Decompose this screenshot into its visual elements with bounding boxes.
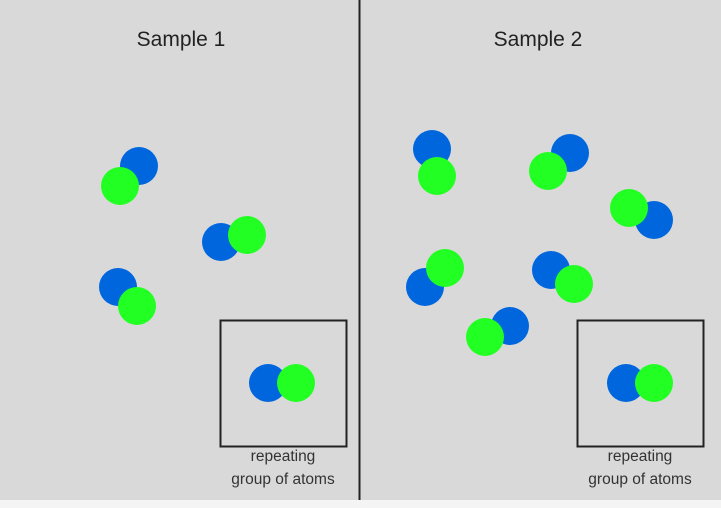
molecule <box>532 251 593 303</box>
molecule <box>607 364 673 402</box>
molecule <box>466 307 529 356</box>
green-atom <box>610 189 648 227</box>
green-atom <box>277 364 315 402</box>
green-atom <box>228 216 266 254</box>
sample-2-caption: repeating group of atoms <box>560 445 720 491</box>
green-atom <box>529 152 567 190</box>
molecule <box>529 134 589 190</box>
green-atom <box>118 287 156 325</box>
molecule <box>249 364 315 402</box>
green-atom <box>635 364 673 402</box>
molecule <box>413 130 456 195</box>
blue-atom <box>249 364 287 402</box>
sample-1-highlight-box <box>219 319 348 448</box>
sample-2-title: Sample 2 <box>493 28 583 51</box>
sample-2-highlight-box <box>576 319 705 448</box>
green-atom <box>418 157 456 195</box>
sample-1-title: Sample 1 <box>136 28 226 51</box>
green-atom <box>426 249 464 287</box>
caption-line-1: repeating <box>607 448 673 465</box>
molecule <box>610 189 673 239</box>
sample-1-caption: repeating group of atoms <box>203 445 363 491</box>
blue-atom <box>607 364 645 402</box>
molecule <box>101 147 158 205</box>
caption-line-1: repeating <box>250 448 316 465</box>
caption-line-2: group of atoms <box>588 471 692 488</box>
green-atom <box>101 167 139 205</box>
molecule <box>99 268 156 325</box>
molecule <box>202 216 266 261</box>
caption-line-2: group of atoms <box>231 471 335 488</box>
green-atom <box>555 265 593 303</box>
molecule <box>406 249 464 306</box>
green-atom <box>466 318 504 356</box>
